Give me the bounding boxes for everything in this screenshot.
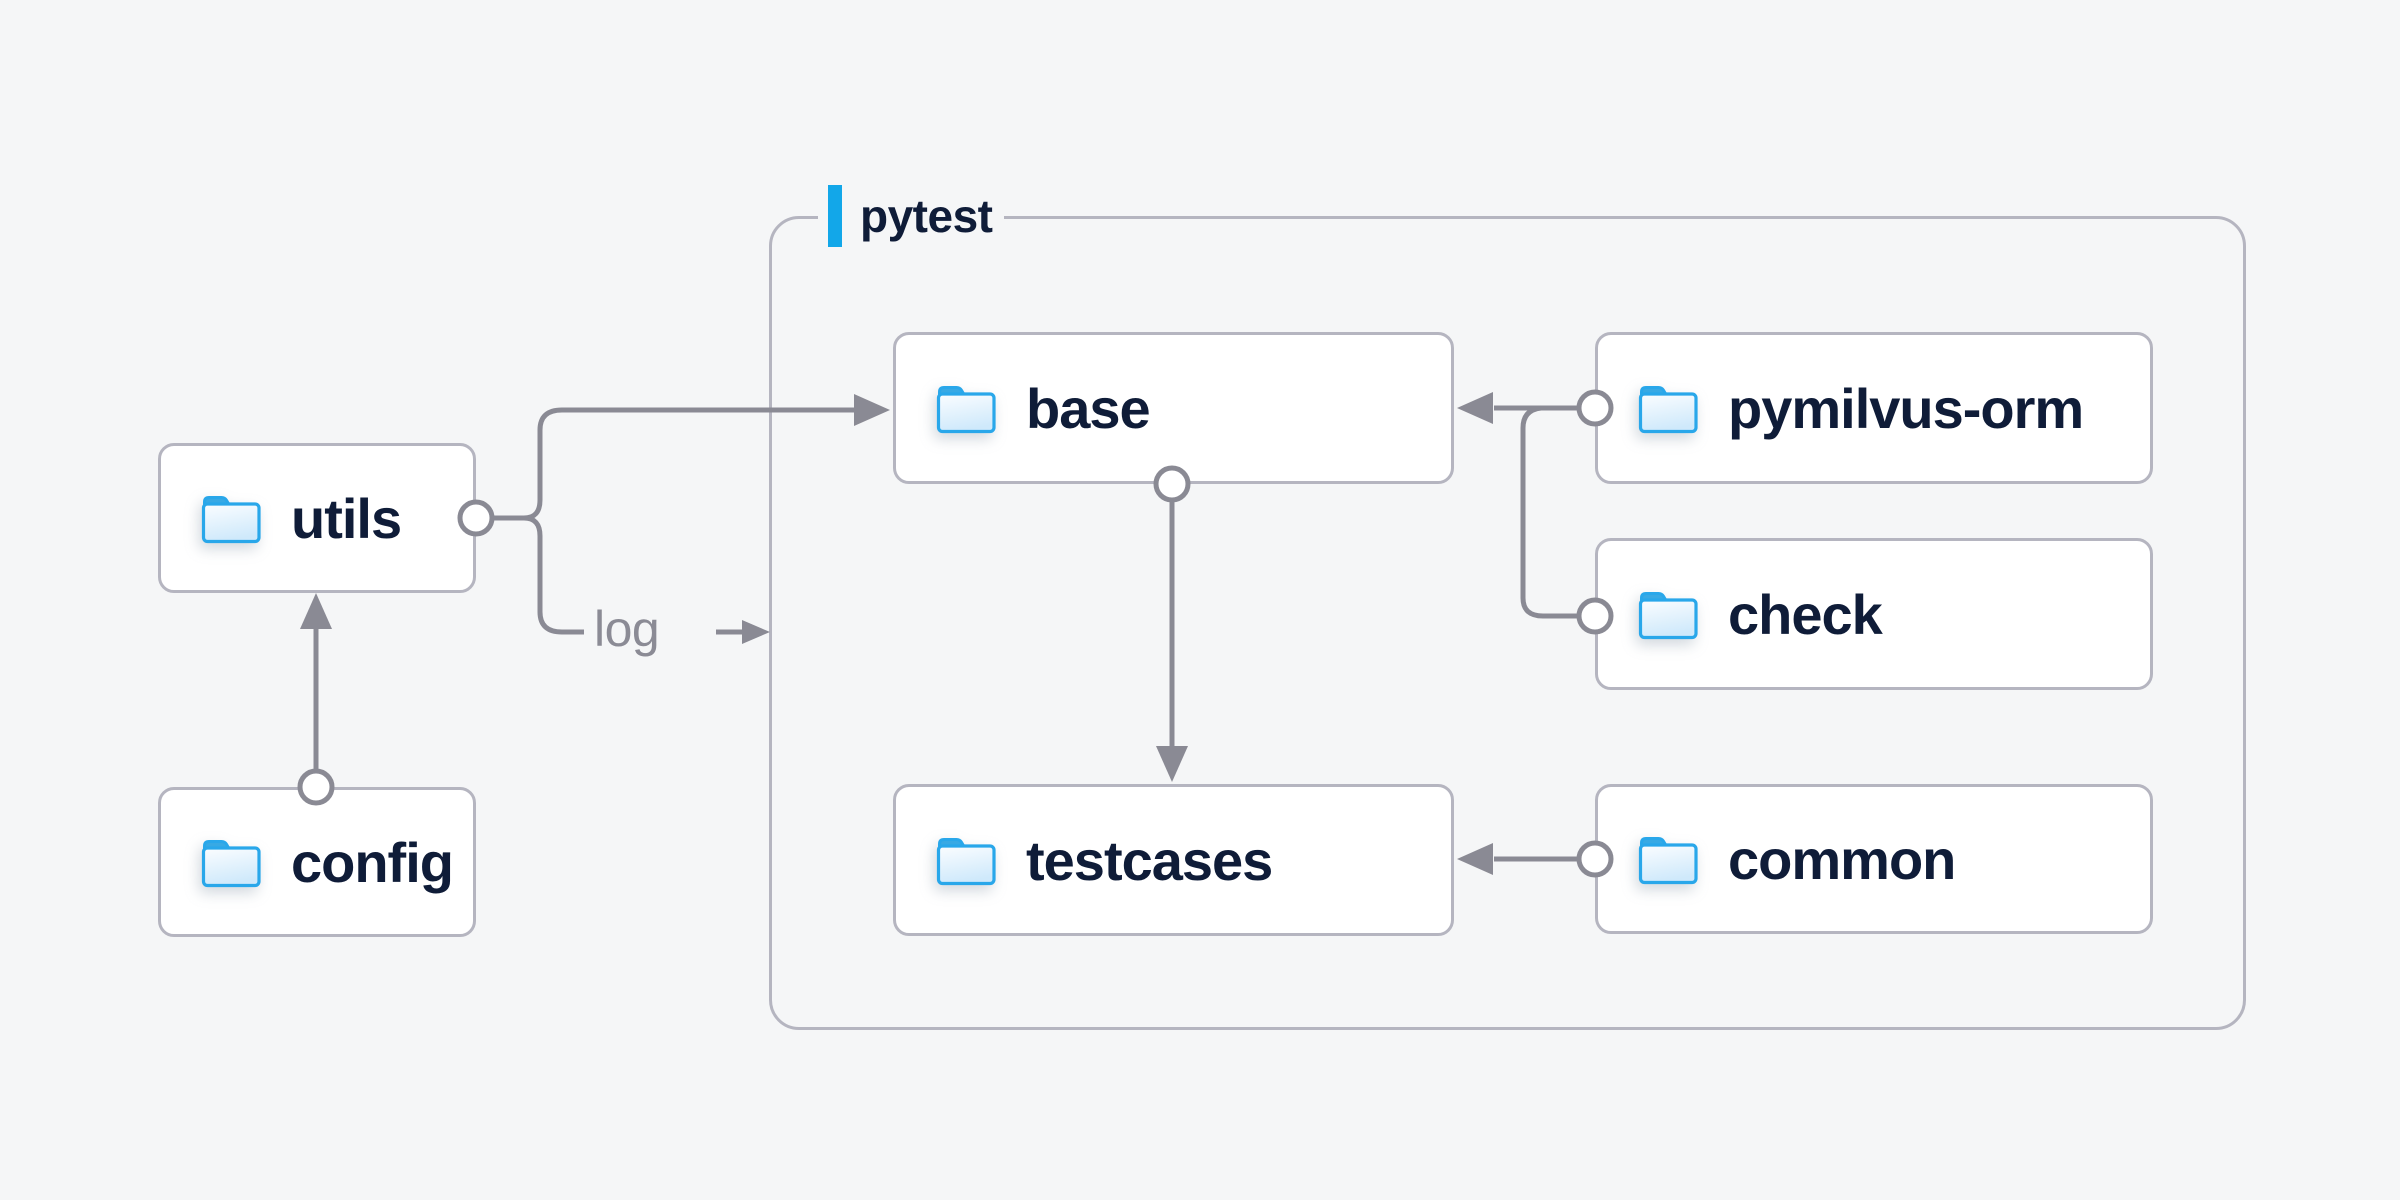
- folder-icon: [1638, 386, 1698, 434]
- pytest-label-text: pytest: [860, 190, 993, 242]
- node-pymilvus-orm: pymilvus-orm: [1595, 332, 2153, 484]
- node-label: utils: [291, 486, 402, 550]
- accent-bar: [828, 185, 842, 247]
- folder-icon: [936, 386, 996, 434]
- node-testcases: testcases: [893, 784, 1454, 936]
- node-label: testcases: [1026, 828, 1273, 892]
- pytest-container: [769, 216, 2246, 1030]
- folder-icon: [1638, 592, 1698, 640]
- node-utils: utils: [158, 443, 476, 593]
- node-label: pymilvus-orm: [1728, 376, 2084, 440]
- node-common: common: [1595, 784, 2153, 934]
- folder-icon: [1638, 837, 1698, 885]
- node-label: base: [1026, 376, 1151, 440]
- node-label: check: [1728, 582, 1883, 646]
- folder-icon: [936, 838, 996, 886]
- node-label: config: [291, 830, 454, 894]
- log-edge-label: log: [594, 601, 660, 657]
- arrowhead-log: [742, 620, 770, 644]
- pytest-container-label: pytest: [818, 183, 1005, 249]
- folder-icon: [201, 496, 261, 544]
- node-base: base: [893, 332, 1454, 484]
- edge-utils-log: [523, 515, 584, 635]
- node-check: check: [1595, 538, 2153, 690]
- node-config: config: [158, 787, 476, 937]
- arrowhead-into-utils: [300, 593, 332, 629]
- node-label: common: [1728, 827, 1956, 891]
- folder-icon: [201, 840, 261, 888]
